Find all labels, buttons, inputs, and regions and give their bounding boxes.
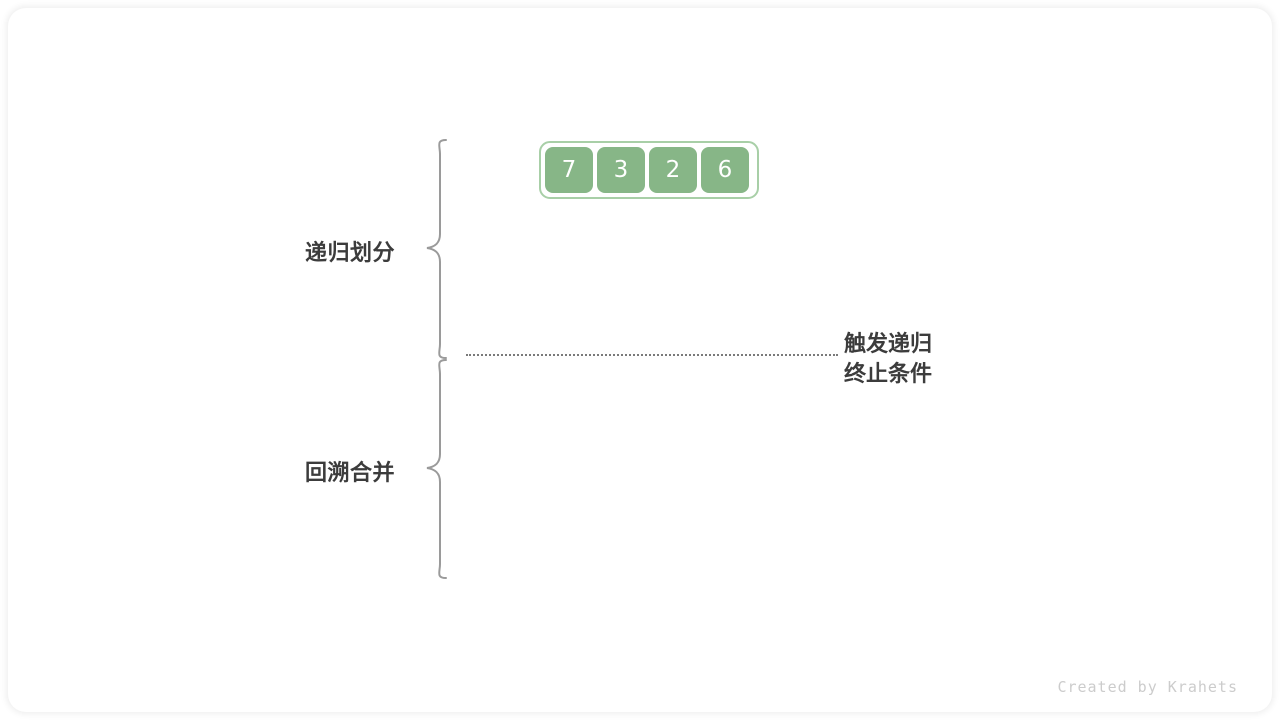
watermark: Created by Krahets: [1057, 678, 1238, 696]
diagram-card: [8, 8, 1272, 712]
array-cell: 7: [545, 147, 593, 193]
section-label-divide: 递归划分: [305, 241, 396, 266]
annotation-line-1: 触发递归: [844, 332, 933, 357]
array-cell: 3: [597, 147, 645, 193]
section-label-merge: 回溯合并: [305, 461, 396, 486]
recursion-base-divider: [466, 354, 838, 356]
annotation-termination-condition: 触发递归 终止条件: [844, 330, 932, 390]
divide-brace-icon: [424, 138, 450, 360]
array-cell: 6: [701, 147, 749, 193]
annotation-line-2: 终止条件: [844, 362, 933, 387]
merge-brace-icon: [424, 358, 450, 580]
input-array: 7 3 2 6: [539, 141, 759, 199]
array-cell: 2: [649, 147, 697, 193]
